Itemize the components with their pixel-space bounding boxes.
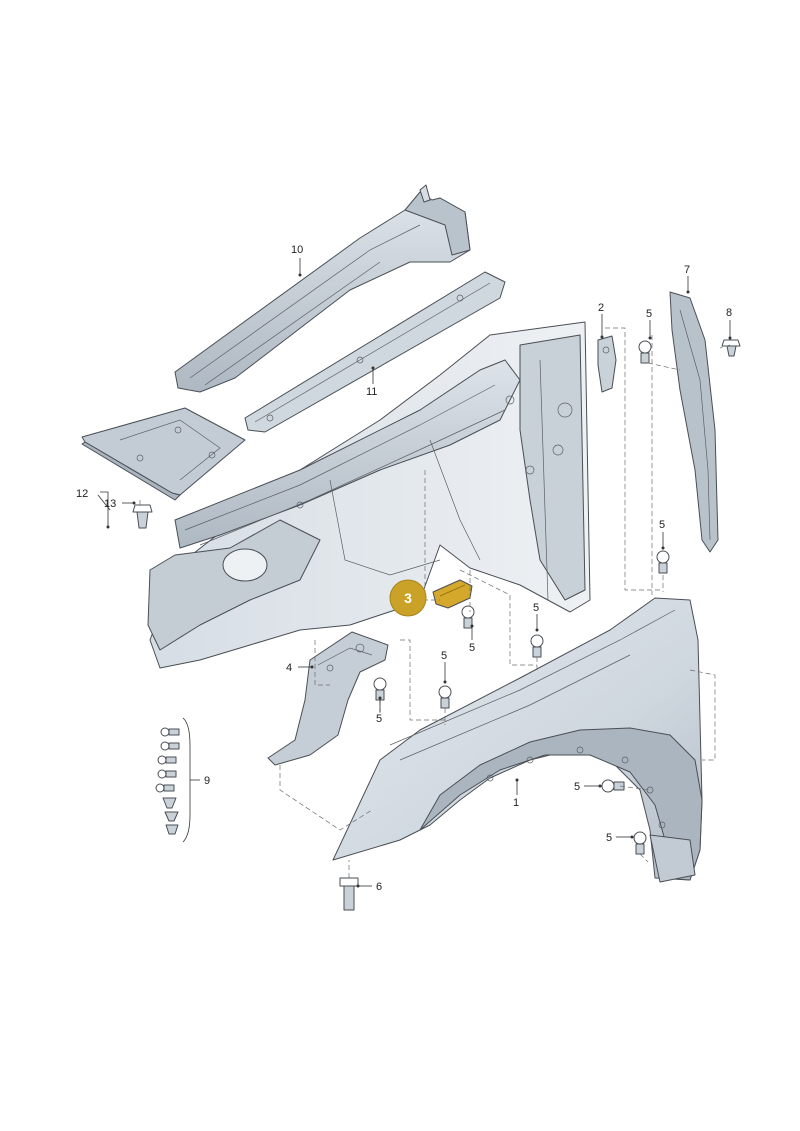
clip-icon: [165, 824, 179, 835]
part-4-fender-bracket: [267, 631, 389, 766]
clip-icon: [162, 797, 177, 809]
callout-13: 13: [104, 498, 116, 510]
screw-icon: [160, 741, 180, 751]
screw-icon: [157, 769, 177, 779]
assembly-dashed-lines: [139, 327, 731, 878]
callout-6: 6: [376, 881, 382, 893]
callout-5-bracket3: 5: [469, 642, 475, 654]
callout-5-fender-rear-top: 5: [659, 519, 665, 531]
part-7-side-seal: [669, 291, 719, 553]
callout-10: 10: [291, 244, 303, 256]
callout-12: 12: [76, 488, 88, 500]
part-12-splash-plate: [81, 407, 246, 501]
part-9-fastener-set: [155, 727, 180, 835]
screw-icon: [633, 831, 647, 855]
screw-icon: [530, 634, 544, 658]
screw-icon: [155, 783, 175, 793]
callout-8: 8: [726, 307, 732, 319]
callout-5-mid: 5: [533, 602, 539, 614]
callout-5-bracket2: 5: [646, 308, 652, 320]
clip-icon: [164, 811, 179, 822]
callout-4: 4: [286, 662, 292, 674]
callout-5-arch-upper: 5: [574, 781, 580, 793]
callout-7: 7: [684, 264, 690, 276]
screw-icon: [157, 755, 177, 765]
badge-label-3: 3: [404, 590, 412, 606]
callout-5-arch-lower: 5: [606, 832, 612, 844]
screw-icon: [638, 340, 652, 364]
part-1-front-fender: [332, 597, 703, 883]
screw-icon: [461, 605, 475, 629]
callout-5-bracket4: 5: [376, 713, 382, 725]
screw-icon: [656, 550, 670, 574]
highlight-badge-3: 3: [389, 579, 427, 617]
screw-icon: [373, 677, 387, 701]
callout-5-left: 5: [441, 650, 447, 662]
screw-icon: [438, 685, 452, 709]
part-6-bolt: [339, 877, 359, 911]
part-3-bracket-highlighted: [432, 579, 473, 609]
callout-9: 9: [204, 775, 210, 787]
part-8-clip: [721, 339, 741, 357]
part-2-bracket: [597, 335, 617, 393]
callout-1: 1: [513, 797, 519, 809]
inner-body-structure: [147, 321, 591, 669]
part-11-sealing-strip: [244, 271, 506, 433]
callout-2: 2: [598, 302, 604, 314]
screw-icon: [601, 779, 625, 793]
callout-11: 11: [366, 386, 377, 398]
screw-icon: [160, 727, 180, 737]
part-13-clip: [132, 504, 153, 529]
callout-labels: 10 11 2 5 7 8 5 5 5 5 5 4 1 5 5 6 12 13 …: [76, 244, 732, 893]
leader-lines: [97, 258, 732, 888]
part-10-upper-cover: [174, 184, 471, 393]
